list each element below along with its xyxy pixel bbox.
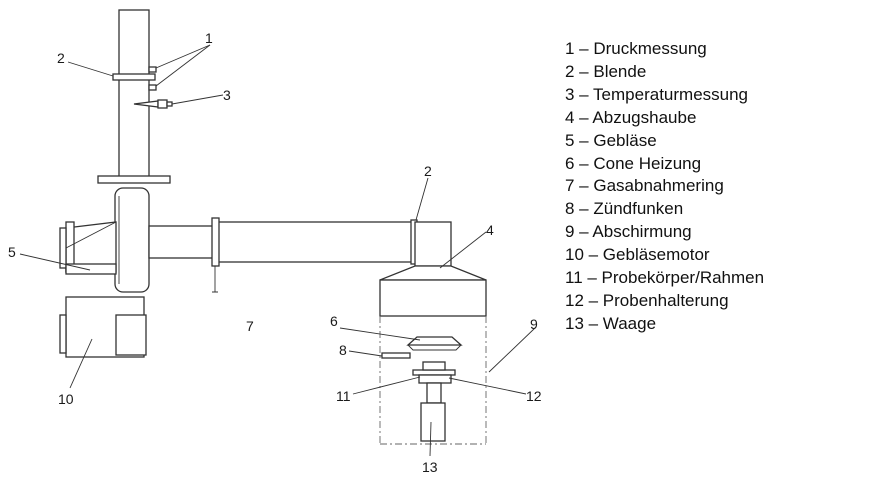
cone-heater (406, 336, 463, 351)
legend-item: 1 – Druckmessung (565, 39, 707, 58)
legend-item: 5 – Gebläse (565, 130, 657, 150)
callout-3: 3 (223, 87, 231, 103)
horizontal-duct (148, 221, 415, 263)
callout-11: 11 (336, 388, 351, 404)
legend-item: 6 – Cone Heizung (565, 153, 702, 173)
callout-5: 5 (8, 244, 16, 260)
blower-motor (59, 296, 147, 358)
callout-2-upper: 2 (57, 50, 65, 66)
legend-item: 13 – Waage (565, 313, 657, 333)
pressure-probes (148, 66, 157, 91)
callout-8: 8 (339, 342, 347, 358)
legend-item: 2 – Blende (565, 61, 647, 81)
callout-2-duct: 2 (424, 163, 432, 179)
gas-sampling-ring (211, 217, 220, 267)
specimen-holder (412, 361, 456, 384)
callout-4: 4 (486, 222, 494, 238)
legend-item: 11 – Probekörper/Rahmen (565, 268, 765, 288)
temperature-probe (133, 99, 173, 109)
legend-item: 9 – Abschirmung (565, 222, 692, 242)
callout-9: 9 (530, 316, 538, 332)
orifice-plate-upper (112, 73, 156, 81)
legend-item: 12 – Probenhalterung (565, 290, 729, 310)
legend-item: 7 – Gasabnahmering (565, 176, 724, 196)
exhaust-stack (97, 9, 171, 184)
shield (379, 316, 487, 445)
leader-lines (19, 44, 536, 457)
load-cell (420, 382, 446, 442)
callout-13: 13 (422, 459, 438, 475)
callout-10: 10 (58, 391, 74, 407)
legend: 1 – Druckmessung 2 – Blende 3 – Temperat… (565, 38, 764, 336)
callout-1: 1 (205, 30, 213, 46)
spark-igniter (381, 352, 411, 359)
legend-item: 4 – Abzugshaube (565, 107, 697, 127)
exhaust-hood (379, 221, 487, 317)
legend-item: 8 – Zündfunken (565, 199, 684, 219)
blower (59, 187, 150, 293)
callout-12: 12 (526, 388, 542, 404)
legend-item: 10 – Gebläsemotor (565, 245, 710, 265)
callout-7: 7 (246, 318, 254, 334)
callout-6: 6 (330, 313, 338, 329)
legend-item: 3 – Temperaturmessung (565, 84, 749, 104)
